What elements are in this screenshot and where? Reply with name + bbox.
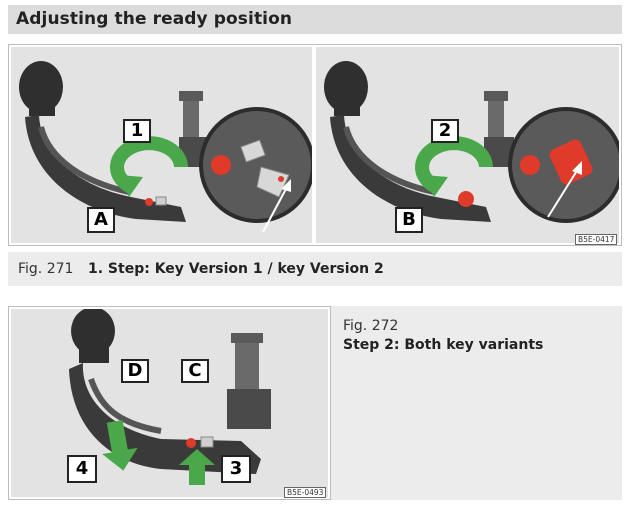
section-header: Adjusting the ready position [8,5,622,34]
figure-number-272: Fig. 272 [343,318,398,334]
marker-a-label: A [87,207,115,233]
step-1-label: 1 [123,119,151,143]
section-title: Adjusting the ready position [16,9,292,29]
figure-caption: 1. Step: Key Version 1 / key Version 2 [88,261,384,277]
step-3-label: 3 [221,455,251,483]
tow-bar-illustration-step2 [11,309,328,497]
figure-272: D C 4 3 B5E-0493 [8,306,331,500]
marker-d-label: D [121,359,149,383]
marker-b-label: B [395,207,423,233]
figure-271: 1 A 2 B B5E-0417 [8,44,622,246]
figure-272-caption: Fig. 272 Step 2: Both key variants [331,306,622,500]
figure-number: Fig. 271 [18,261,73,277]
marker-c-label: C [181,359,209,383]
figure-caption-272: Step 2: Both key variants [343,337,543,353]
figure-code: B5E-0417 [575,234,617,245]
tow-bar-illustration-left [11,47,312,243]
figure-271-right-panel [316,47,619,243]
figure-272-panel [11,309,328,497]
figure-code-272: B5E-0493 [284,487,326,498]
tow-bar-illustration-right [316,47,619,243]
step-4-label: 4 [67,455,97,483]
step-2-label: 2 [431,119,459,143]
figure-271-left-panel [11,47,312,243]
figure-271-caption: Fig. 271 1. Step: Key Version 1 / key Ve… [8,252,622,286]
